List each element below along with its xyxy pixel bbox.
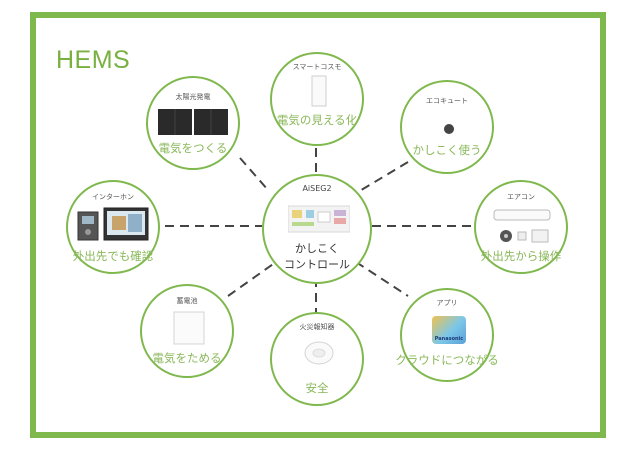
node-battery: 蓄電池 電気をためる: [140, 284, 234, 378]
distribution-board-icon: [311, 75, 327, 107]
panasonic-app-icon: Panasonic: [432, 316, 466, 344]
node-firealarm: 火災報知器 安全: [270, 312, 364, 406]
fire-alarm-icon: [304, 341, 334, 365]
battery-device-label: 蓄電池: [176, 297, 198, 305]
ecocute-unit-icon: [444, 124, 454, 134]
hub-label-line1: かしこく: [295, 242, 339, 255]
smartcosmo-device-label: スマートコスモ: [292, 63, 342, 71]
link-app: [355, 261, 409, 297]
storage-battery-icon: [173, 311, 205, 345]
node-intercom: インターホン 外出先でも確認: [66, 180, 160, 274]
battery-label: 電気をためる: [152, 351, 222, 365]
solar-panel-icon: [158, 109, 228, 135]
smartcosmo-label: 電気の見える化: [276, 113, 358, 127]
aircon-label: 外出先から操作: [480, 249, 562, 263]
node-smartcosmo: スマートコスモ 電気の見える化: [270, 52, 364, 146]
diagram-title: HEMS: [56, 46, 131, 74]
solar-label: 電気をつくる: [158, 141, 228, 155]
node-ecocute: エコキュート かしこく使う: [400, 80, 494, 174]
intercom-device-label: インターホン: [92, 193, 134, 201]
ecocute-device-label: エコキュート: [426, 97, 468, 105]
app-label: クラウドにつながる: [395, 353, 499, 367]
center-hub: AiSEG2 かしこく コントロール: [262, 174, 372, 284]
link-ecocute: [357, 161, 409, 193]
intercom-label: 外出先でも確認: [72, 249, 154, 263]
intercom-device-icon: [77, 207, 149, 241]
app-device-label: アプリ: [436, 299, 458, 307]
aircon-device-label: エアコン: [507, 193, 535, 201]
link-battery: [227, 261, 277, 297]
hub-device-label: AiSEG2: [302, 184, 332, 193]
solar-device-label: 太陽光発電: [175, 93, 211, 101]
firealarm-label: 安全: [305, 381, 329, 395]
node-solar: 太陽光発電 電気をつくる: [146, 76, 240, 170]
app-icon-text: Panasonic: [434, 336, 464, 342]
aircon-unit-icon: [493, 209, 551, 243]
hub-label-line2: コントロール: [284, 258, 350, 271]
link-solar: [239, 157, 269, 191]
node-aircon: エアコン 外出先から操作: [474, 180, 568, 274]
node-app: アプリ Panasonic クラウドにつながる: [395, 288, 499, 382]
aiseg-screen-image: [288, 205, 350, 233]
ecocute-label: かしこく使う: [412, 143, 482, 157]
firealarm-device-label: 火災報知器: [299, 323, 335, 331]
